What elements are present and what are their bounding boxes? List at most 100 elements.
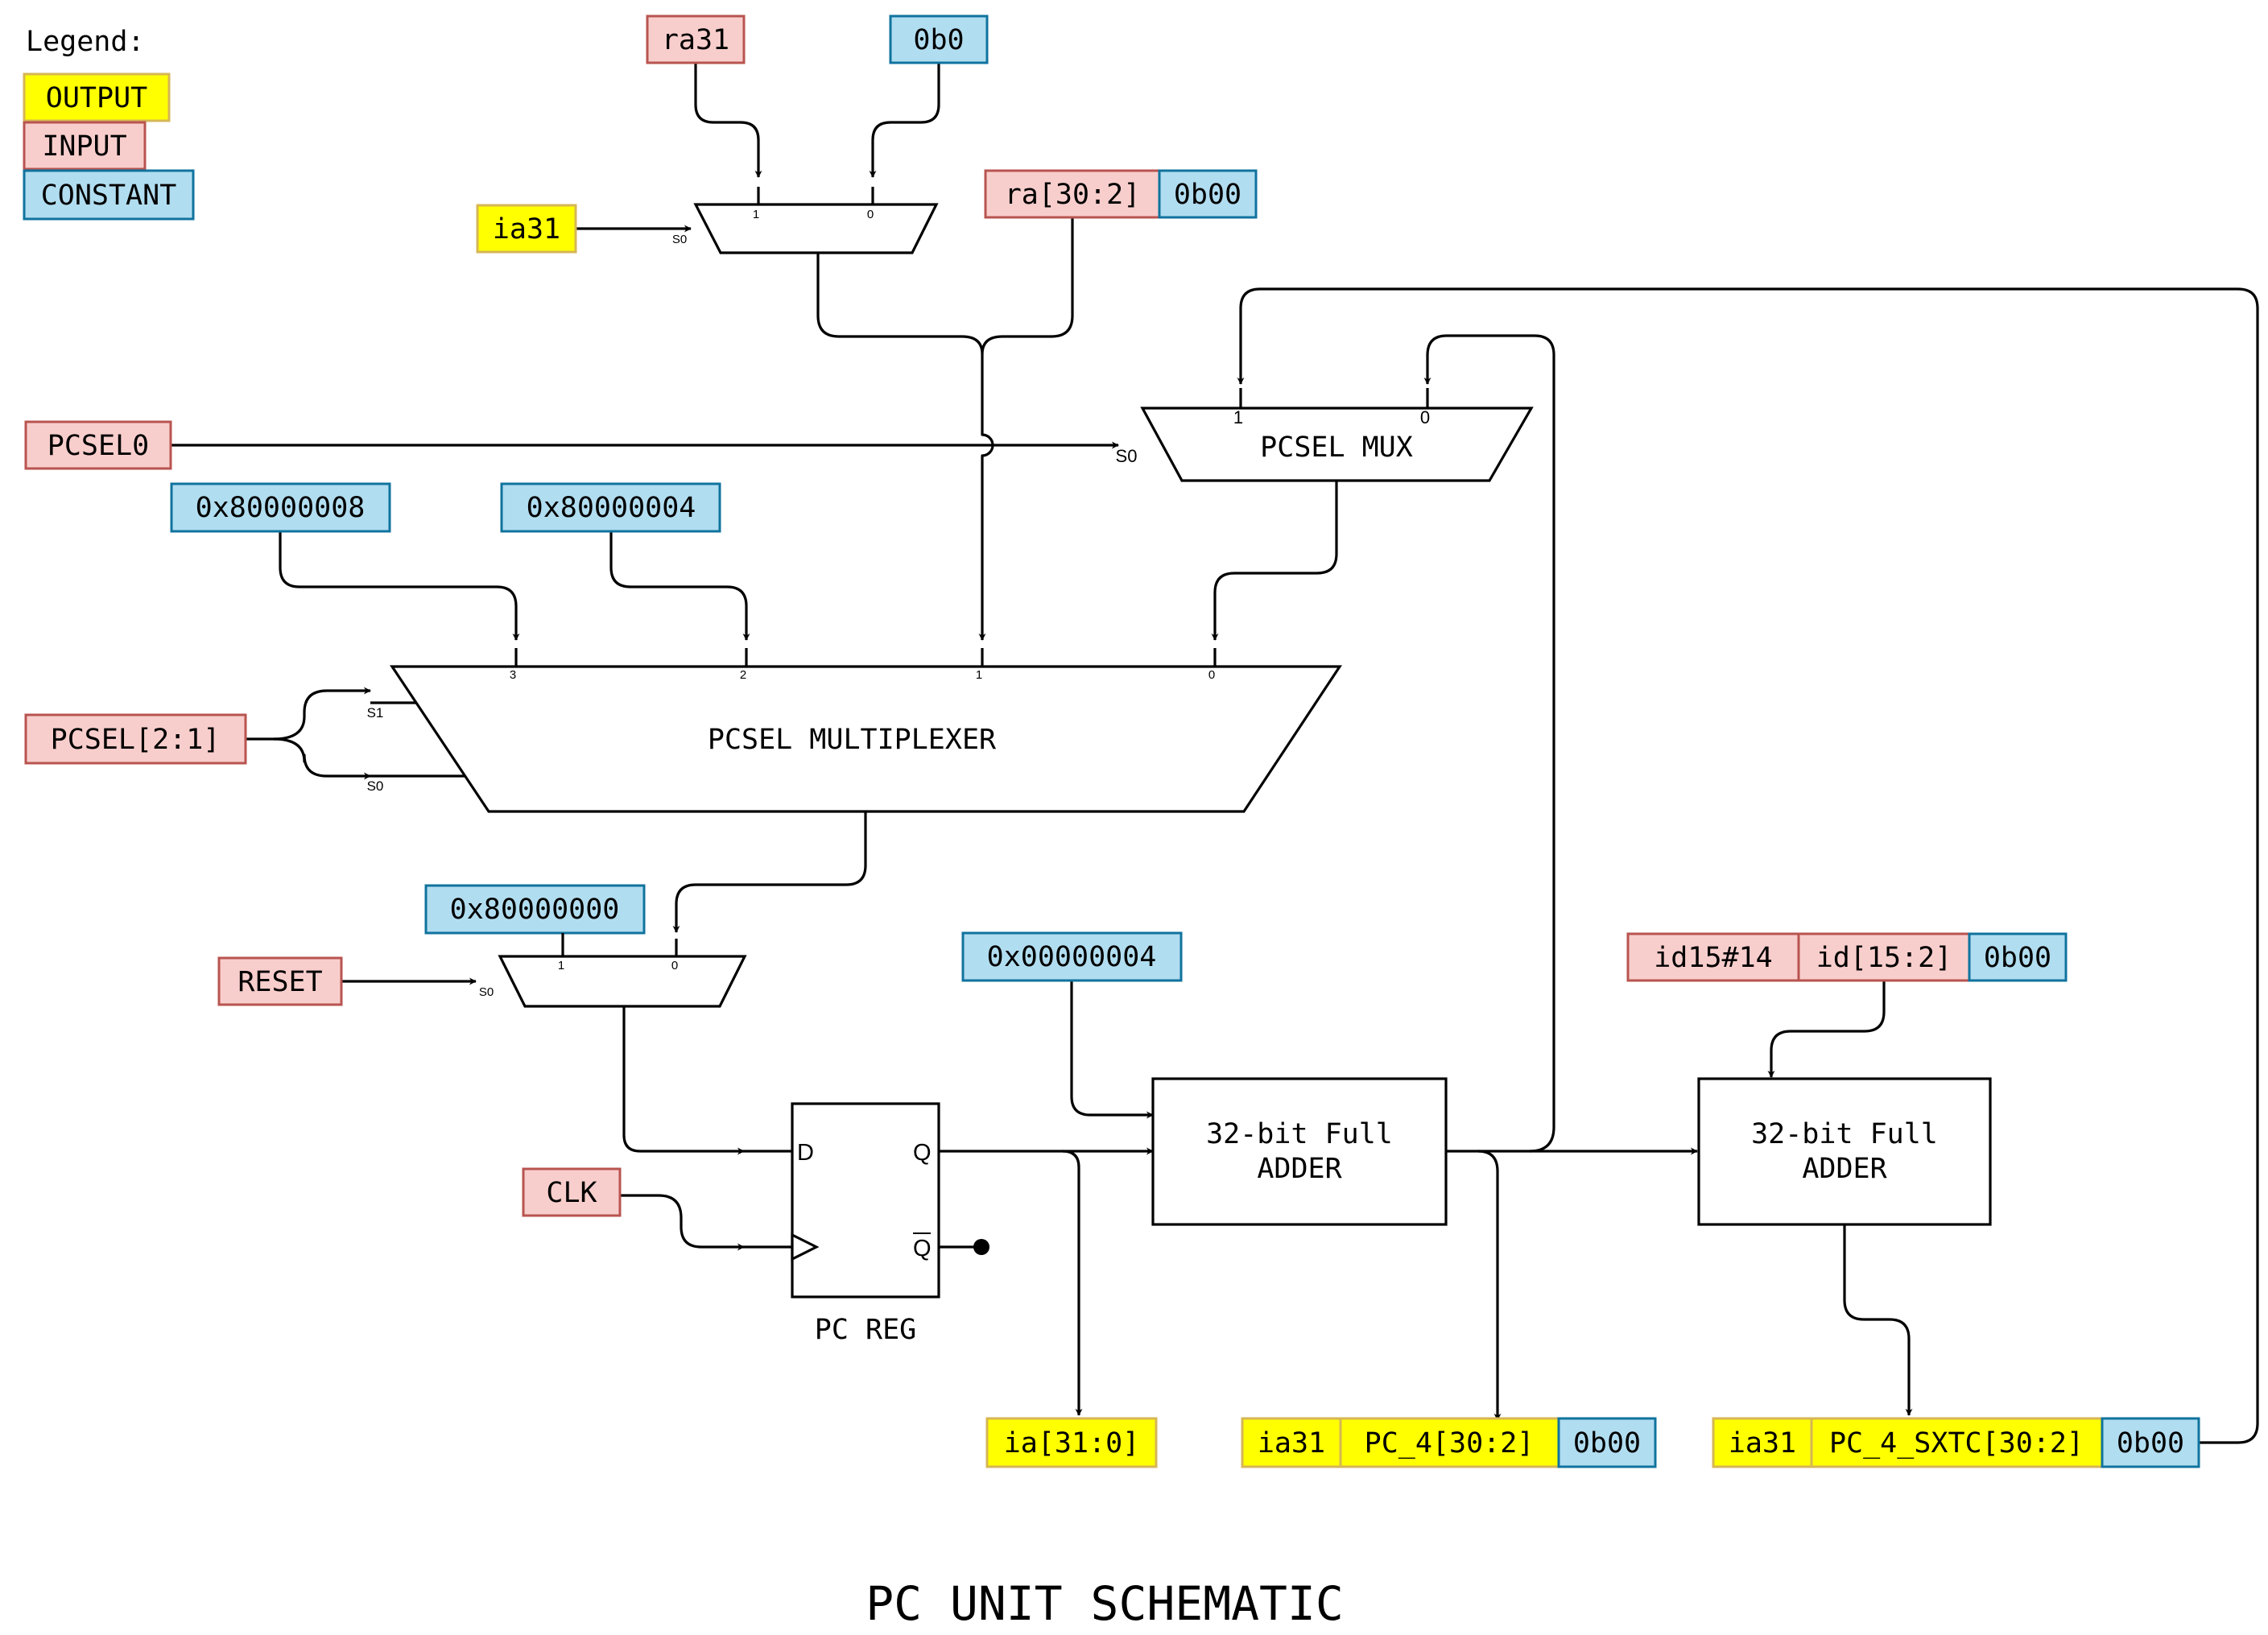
pc-reg-d-label: D: [797, 1140, 814, 1166]
id15-2-input-label: id[15:2]: [1816, 942, 1952, 974]
pc-reg-qbar-label: Q: [913, 1236, 932, 1261]
mult-pin2-label: 2: [740, 668, 746, 682]
sxtc-b00-constant-label: 0b00: [2117, 1427, 2184, 1460]
pcsel-multiplexer-label: PCSEL MULTIPLEXER: [708, 724, 997, 756]
mult-pin0-label: 0: [1208, 668, 1215, 682]
qbar-terminal-dot: [973, 1239, 989, 1255]
adder-pc4: 32-bit Full ADDER: [1151, 1077, 1448, 1226]
c80000000-constant-box: [424, 884, 646, 935]
pcsel0-input-label: PCSEL0: [48, 430, 149, 462]
ia-out-output-box: [985, 1417, 1158, 1468]
pcsel-multiplexer: 3 2 1 0 S1 S0 PCSEL MULTIPLEXER: [367, 648, 1342, 813]
legend-output-swatch: [23, 72, 171, 122]
adder-branch: 32-bit Full ADDER: [1697, 1077, 1992, 1226]
c00000004-constant-label: 0x00000004: [987, 941, 1157, 973]
b00-id-constant-label: 0b00: [1984, 942, 2051, 974]
adder-pc4-label-line1: 32-bit Full: [1206, 1118, 1393, 1150]
signal-boxes: ra31 0b0 ia31 ra[30:2] 0b00 PCSEL0 0x800…: [24, 14, 2200, 1468]
wire-c4-to-in2: [609, 531, 750, 641]
wire-pcselmux-out: [1211, 481, 1338, 641]
pcsel-mux: 1 0 S0 PCSEL MUX: [1116, 388, 1534, 482]
sxtc-b00-constant-box: [2101, 1417, 2200, 1468]
id15-14-input-label: id15#14: [1654, 942, 1773, 974]
b00-ra-constant-label: 0b00: [1174, 179, 1241, 211]
sxtc-output-box: [1810, 1417, 2104, 1468]
pcsel-mux-body: [1140, 407, 1534, 482]
pcsel21-input-box: [24, 713, 247, 765]
ia31-output-label: ia31: [493, 213, 560, 246]
wire-adder2-to-sxtc: [1843, 1224, 1913, 1416]
ra31-mux-pin1-label: 1: [753, 208, 759, 221]
c80000008-constant-box: [170, 482, 391, 533]
legend-input-swatch: [23, 121, 147, 171]
b0-constant-label: 0b0: [913, 24, 964, 56]
c80000008-constant-label: 0x80000008: [196, 492, 366, 524]
pcsel-mux-s0-label: S0: [1116, 446, 1138, 466]
wire-resetmux-to-d: [622, 1006, 745, 1155]
wires: [171, 63, 2259, 1444]
b00-id-constant-box: [1968, 932, 2068, 982]
adder-pc4-label-line2: ADDER: [1257, 1153, 1342, 1185]
c00000004-constant-box: [961, 931, 1183, 982]
wire-ra30-down: [981, 217, 1074, 355]
ra31-select-mux: 1 0 S0: [672, 187, 939, 254]
wire-ra31-to-mux1: [694, 63, 762, 178]
ra31-input-label: ra31: [662, 24, 729, 56]
legend-input-label: INPUT: [42, 130, 126, 163]
legend-constant-swatch: [23, 169, 195, 221]
pcsel-mux-label: PCSEL MUX: [1260, 431, 1413, 464]
c80000004-constant-label: 0x80000004: [527, 492, 696, 524]
legend-output-label: OUTPUT: [46, 82, 147, 114]
wire-mult-out: [672, 811, 867, 933]
mult-pin3-label: 3: [510, 668, 516, 682]
wire-b0-to-mux0: [869, 63, 940, 178]
adder-branch-body: [1697, 1077, 1992, 1226]
pc4-b00-constant-label: 0b00: [1573, 1427, 1641, 1460]
wire-c8-to-in3: [279, 531, 520, 641]
pc4-b00-constant-box: [1557, 1417, 1657, 1468]
wire-id-to-adder2: [1767, 981, 1886, 1078]
b00-ra-constant-box: [1158, 169, 1258, 219]
reset-input-label: RESET: [238, 966, 322, 998]
pcsel-multiplexer-body: [390, 665, 1342, 813]
pc4-ia31-output-label: ia31: [1258, 1427, 1325, 1460]
adder-branch-label-line2: ADDER: [1802, 1153, 1887, 1185]
b0-constant-box: [889, 14, 989, 64]
reset-input-box: [217, 956, 343, 1006]
clk-input-label: CLK: [546, 1177, 597, 1209]
ra30-2-input-label: ra[30:2]: [1005, 179, 1141, 211]
wire-mux-top-out: [816, 253, 984, 355]
pc-reg-body: [791, 1102, 940, 1299]
id15-14-input-box: [1626, 932, 1800, 982]
sxtc-output-label: PC_4_SXTC[30:2]: [1829, 1427, 2084, 1460]
legend: Legend: OUTPUT INPUT CONSTANT: [23, 26, 195, 221]
ra31-select-mux-body: [693, 203, 939, 254]
reset-mux-s0-label: S0: [479, 985, 494, 999]
reset-mux: 1 0 S0: [479, 933, 747, 1008]
wire-clk-to-clk: [620, 1194, 745, 1251]
reset-mux-pin0-label: 0: [671, 959, 678, 972]
pcsel-mux-pin0-label: 0: [1420, 407, 1430, 427]
reset-mux-pin1-label: 1: [558, 959, 564, 972]
wire-c00000004-to-adder1: [1070, 981, 1154, 1119]
adder-branch-label-line1: 32-bit Full: [1751, 1118, 1938, 1150]
wire-sxtc-to-pcselmux1: [1237, 287, 2259, 1444]
clk-input-box: [522, 1167, 622, 1217]
wire-pcsel21-split: [246, 687, 371, 741]
ra31-input-box: [646, 14, 746, 64]
c80000000-constant-label: 0x80000000: [450, 894, 620, 926]
wire-to-mux-in1: [978, 354, 994, 641]
reset-mux-body: [498, 955, 747, 1008]
adder-pc4-body: [1151, 1077, 1448, 1226]
pc4-ia31-output-box: [1241, 1417, 1342, 1468]
pcsel21-input-label: PCSEL[2:1]: [51, 724, 221, 756]
ra31-mux-pin0-label: 0: [867, 208, 874, 221]
ia-out-output-label: ia[31:0]: [1004, 1427, 1140, 1460]
mult-pin1-label: 1: [976, 668, 982, 682]
id15-2-input-box: [1797, 932, 1971, 982]
sxtc-ia31-output-label: ia31: [1729, 1427, 1796, 1460]
wire-adder1-to-pcselmux0: [1423, 334, 1555, 1153]
diagram-title: PC UNIT SCHEMATIC: [865, 1576, 1344, 1631]
wire-q-to-ia-out: [1062, 1150, 1083, 1416]
